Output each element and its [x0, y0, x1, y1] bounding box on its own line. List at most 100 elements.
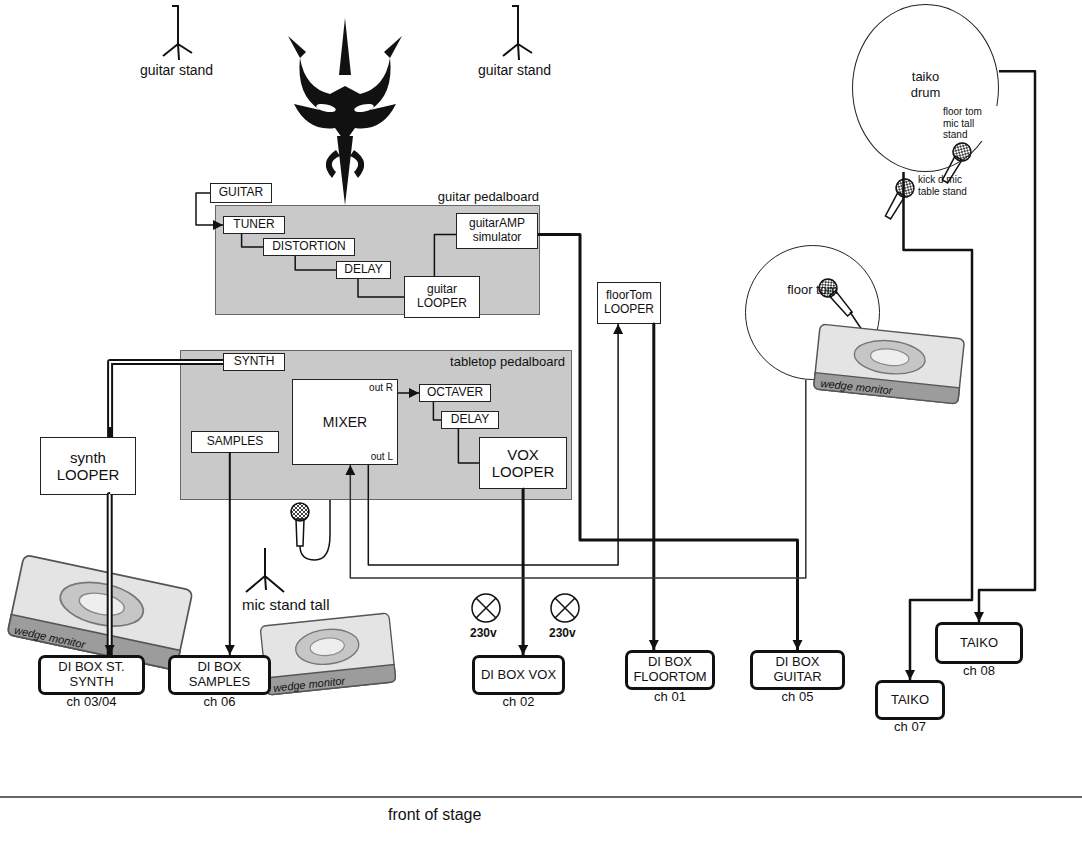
- stage-label: guitar stand: [140, 62, 213, 78]
- cable-line: [196, 193, 223, 225]
- cable-line: [434, 235, 456, 276]
- di-box: DI BOX SAMPLESch 06: [168, 655, 271, 695]
- drum-label: floor tom: [783, 282, 843, 298]
- cable-line: [522, 489, 525, 655]
- signal-cable: [358, 279, 404, 297]
- effect-box: VOX LOOPER: [479, 437, 567, 489]
- cable-line: [398, 392, 419, 394]
- drum-label: taiko drum: [896, 69, 956, 100]
- di-box: DI BOX GUITARch 05: [750, 650, 845, 690]
- cable-line: [368, 324, 618, 565]
- channel-number: ch 06: [161, 695, 278, 710]
- effect-box: OCTAVER: [419, 384, 491, 402]
- channel-number: ch 08: [928, 664, 1030, 679]
- effect-box: synth LOOPER: [40, 437, 136, 495]
- output-label: out R: [369, 382, 393, 393]
- pedalboard: tabletop pedalboardSYNTHSAMPLESMIXERout …: [180, 350, 572, 500]
- output-label: out L: [371, 451, 393, 462]
- channel-number: ch 01: [618, 690, 722, 705]
- box-label: TAIKO: [960, 636, 998, 651]
- signal-cable: [350, 380, 806, 578]
- stage-label: mic stand tall: [242, 596, 330, 613]
- box-label: DI BOX SAMPLES: [175, 660, 264, 690]
- di-box: DI BOX ST. SYNTHch 03/04: [38, 655, 145, 695]
- wedge-monitor: wedge monitor: [259, 611, 398, 696]
- signal-cable: [653, 324, 655, 650]
- signal-cable: [242, 234, 263, 247]
- stage-edge-line: [0, 796, 1082, 798]
- channel-number: ch 07: [868, 720, 952, 735]
- di-box: DI BOX FLOORTOMch 01: [625, 650, 715, 690]
- cable-line: [538, 235, 798, 650]
- box-label: DI BOX GUITAR: [757, 655, 838, 685]
- signal-cable: [538, 235, 798, 650]
- signal-cable: [523, 489, 524, 655]
- board-heading: guitar pedalboard: [438, 189, 539, 204]
- box-label: TAIKO: [891, 693, 929, 708]
- channel-number: ch 02: [465, 695, 572, 710]
- cable-line: [904, 172, 973, 680]
- stage-label: 230v: [470, 627, 497, 641]
- mic-stand: [246, 548, 284, 592]
- signal-cable: [196, 193, 223, 225]
- signal-cable: [458, 429, 479, 463]
- effect-box: DISTORTION: [263, 238, 355, 256]
- signal-cable: [904, 172, 973, 680]
- cable-inner: [109, 495, 111, 655]
- cable-line: [433, 402, 441, 420]
- box-label: SYNTH: [234, 355, 275, 369]
- effect-box: DELAY: [336, 261, 391, 279]
- box-label: DISTORTION: [272, 240, 346, 254]
- box-label: VOX LOOPER: [484, 446, 562, 481]
- box-label: DELAY: [451, 413, 489, 427]
- cable-line: [458, 429, 479, 463]
- box-label: OCTAVER: [427, 386, 483, 400]
- signal-cable: [398, 392, 419, 393]
- cable-line: [295, 256, 336, 270]
- di-box: DI BOX VOXch 02: [472, 655, 565, 695]
- band-logo: [288, 18, 402, 205]
- box-label: guitar LOOPER: [409, 283, 475, 311]
- box-label: DELAY: [344, 263, 382, 277]
- di-box: TAIKOch 07: [875, 680, 945, 720]
- di-box: TAIKOch 08: [935, 622, 1023, 664]
- effect-box: TUNER: [223, 216, 285, 234]
- box-label: DI BOX ST. SYNTH: [45, 660, 138, 690]
- wedge-monitor: wedge monitor: [812, 322, 966, 405]
- box-label: SAMPLES: [207, 435, 264, 449]
- stage-label: floor tom mic tall stand: [942, 106, 1000, 141]
- box-label: TUNER: [233, 218, 274, 232]
- signal-cable: [368, 324, 618, 565]
- cable-line: [229, 453, 232, 655]
- cable-line: [107, 495, 113, 655]
- cable-line: [242, 234, 263, 247]
- signal-cable: [979, 71, 1035, 622]
- box-label: GUITAR: [219, 186, 263, 200]
- cable-line: [110, 362, 223, 437]
- drum-circle: taiko drum: [852, 4, 999, 172]
- cable-line: [652, 324, 656, 650]
- signal-cable: [433, 402, 441, 420]
- signal-cable: [229, 453, 231, 655]
- effect-box: guitarAMP simulator: [456, 213, 538, 249]
- box-label: DI BOX VOX: [481, 668, 556, 683]
- effect-box: floorTom LOOPER: [597, 282, 661, 324]
- box-label: floorTom LOOPER: [602, 289, 656, 317]
- mixer-box: MIXERout Rout L: [292, 379, 398, 465]
- box-label: synth LOOPER: [45, 449, 131, 484]
- signal-cable: [109, 495, 110, 655]
- effect-box: guitar LOOPER: [404, 276, 480, 318]
- signal-cable: [295, 256, 336, 270]
- stage-label: 230v: [549, 627, 576, 641]
- cable-line: [358, 279, 404, 297]
- board-heading: tabletop pedalboard: [450, 354, 565, 369]
- box-label: guitarAMP simulator: [461, 217, 533, 245]
- signal-cable: [110, 362, 223, 437]
- effect-box: DELAY: [441, 411, 499, 429]
- channel-number: ch 05: [743, 690, 852, 705]
- effect-box: SAMPLES: [191, 431, 279, 453]
- signal-cable: [434, 235, 456, 276]
- channel-number: ch 03/04: [31, 695, 152, 710]
- stage-label: guitar stand: [478, 62, 551, 78]
- stage-label: kick d mic table stand: [918, 174, 984, 197]
